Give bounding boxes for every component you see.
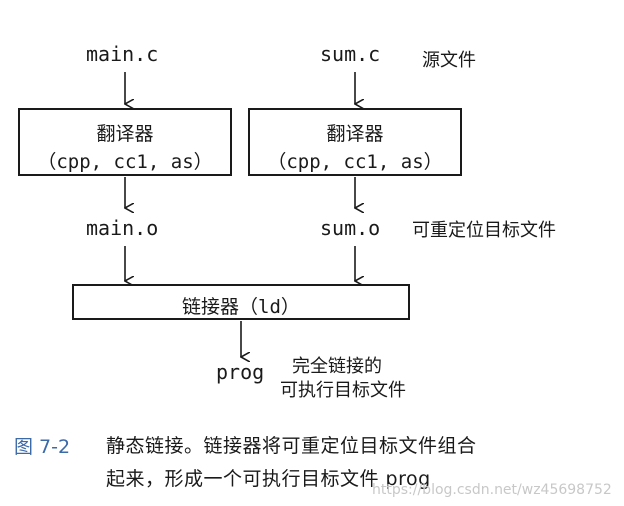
translator-title: 翻译器 [96,123,154,145]
output-label-line1: 完全链接的 [292,356,382,377]
figure-number: 图 7-2 [14,436,71,458]
object-sum-o: sum.o [320,216,381,240]
input-main-c: main.c [86,42,159,66]
linker-label: 链接器（ld） [182,296,300,318]
translator-box-sum: 翻译器 （cpp, cc1, as） [248,108,462,176]
translator-box-main: 翻译器 （cpp, cc1, as） [18,108,232,176]
source-files-label: 源文件 [422,50,476,71]
input-sum-c: sum.c [320,42,381,66]
caption-line-2: 起来，形成一个可执行目标文件 prog [106,468,431,490]
relocatable-object-label: 可重定位目标文件 [412,220,556,241]
caption-line-1: 静态链接。链接器将可重定位目标文件组合 [106,435,477,457]
output-prog: prog [216,360,265,384]
translator-tools: （cpp, cc1, as） [37,151,213,173]
translator-tools: （cpp, cc1, as） [267,151,443,173]
linker-box: 链接器（ld） [72,284,410,320]
object-main-o: main.o [86,216,159,240]
output-label-line2: 可执行目标文件 [280,380,406,401]
translator-title: 翻译器 [326,123,384,145]
watermark-url: https://blog.csdn.net/wz45698752 [372,482,612,498]
